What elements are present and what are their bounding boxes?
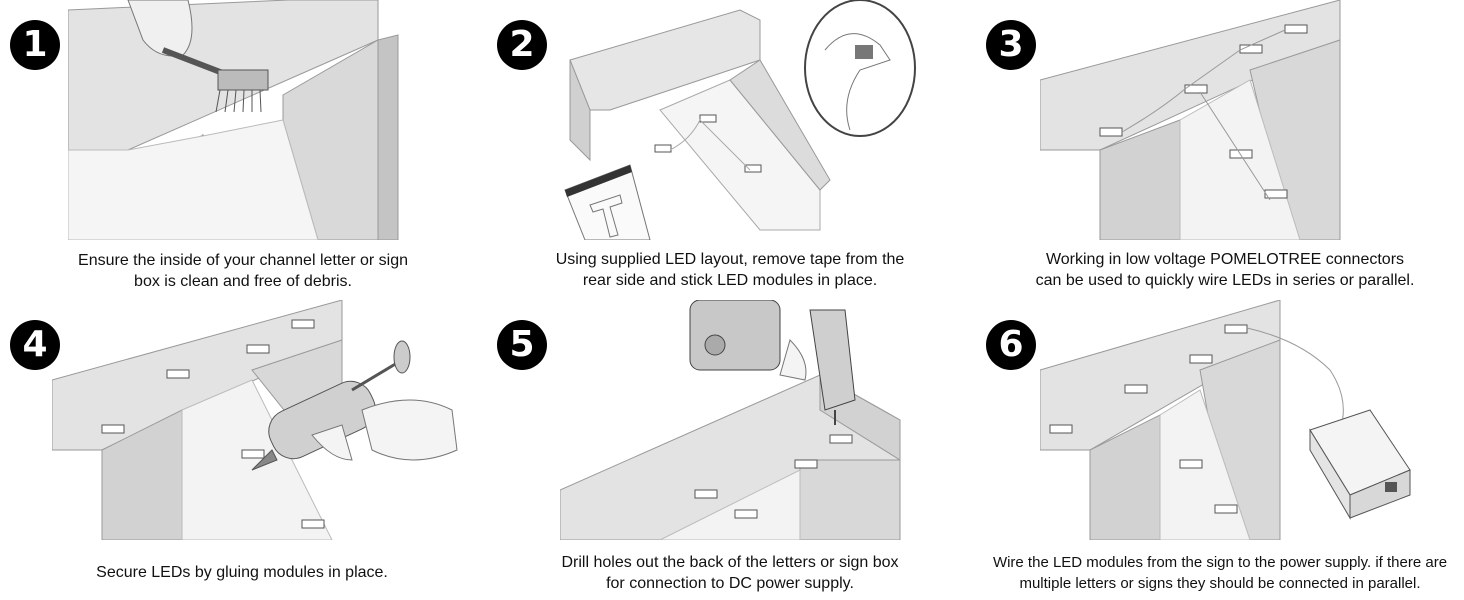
step-5-caption: Drill holes out the back of the letters … — [561, 554, 899, 592]
step-4-illustration — [52, 300, 462, 540]
step-6-number-badge: 6 — [986, 320, 1036, 370]
step-4-number-badge: 4 — [10, 320, 60, 370]
step-3-caption: Working in low voltage POMELOTREE connec… — [1035, 251, 1415, 289]
led-layout-template-icon — [564, 164, 651, 240]
step-3-number-badge: 3 — [986, 20, 1036, 70]
led-connector-icon — [1099, 24, 1308, 199]
step-2-number-badge: 2 — [497, 20, 547, 70]
step-1-number-badge: 1 — [10, 20, 60, 70]
channel-letter-cleaning-icon — [68, 0, 418, 240]
step-6-caption: Wire the LED modules from the sign to th… — [992, 554, 1448, 592]
step-5-illustration — [560, 300, 940, 540]
step-5-number-badge: 5 — [497, 320, 547, 370]
led-module-icon — [654, 114, 762, 173]
step-2-caption: Using supplied LED layout, remove tape f… — [555, 251, 905, 289]
step-3-illustration — [1040, 0, 1400, 240]
glue-gun-icon — [251, 340, 458, 471]
step-6-illustration — [1040, 300, 1420, 540]
drill-icon — [689, 300, 856, 425]
detail-inset-icon — [804, 0, 916, 137]
power-supply-icon — [1309, 409, 1411, 520]
step-1-caption: Ensure the inside of your channel letter… — [78, 252, 408, 290]
step-1-illustration — [68, 0, 418, 240]
step-4-caption: Secure LEDs by gluing modules in place. — [96, 564, 388, 581]
step-2-illustration — [560, 0, 920, 240]
